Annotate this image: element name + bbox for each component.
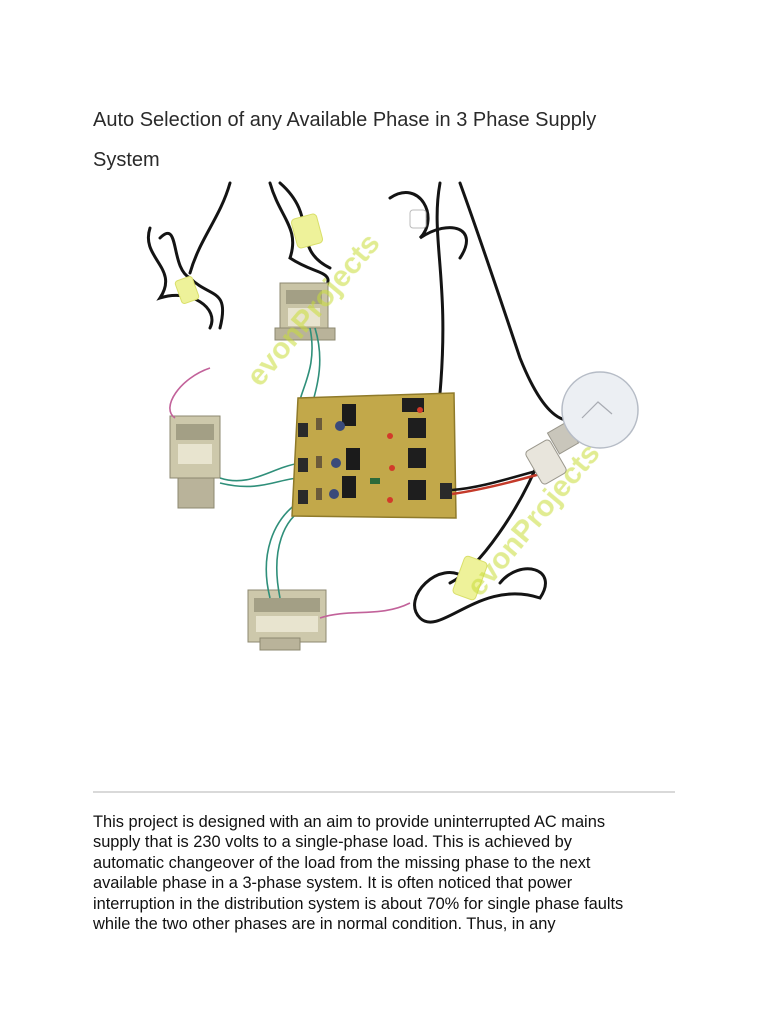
tape-markers [174, 209, 488, 601]
pcb-board [291, 392, 457, 519]
body-line: supply that is 230 volts to a single-pha… [93, 833, 572, 852]
transformer-bottom [247, 589, 327, 651]
body-line: available phase in a 3-phase system. It … [93, 874, 573, 893]
body-line: while the two other phases are in normal… [93, 915, 556, 934]
body-line: This project is designed with an aim to … [93, 813, 606, 831]
section-divider [93, 791, 675, 793]
transformer-left [169, 415, 221, 509]
transformer-top [274, 282, 336, 341]
body-line: automatic changeover of the load from th… [93, 853, 591, 872]
light-bulb [525, 371, 639, 485]
circuit-photo: evonProjects evonProjects [146, 181, 639, 651]
document-title: Auto Selection of any Available Phase in… [93, 109, 597, 171]
output-wires [451, 468, 541, 496]
body-paragraph: This project is designed with an aim to … [93, 812, 675, 934]
body-line: interruption in the distribution system … [93, 894, 624, 913]
svg-text:evonProjects: evonProjects [240, 227, 386, 393]
